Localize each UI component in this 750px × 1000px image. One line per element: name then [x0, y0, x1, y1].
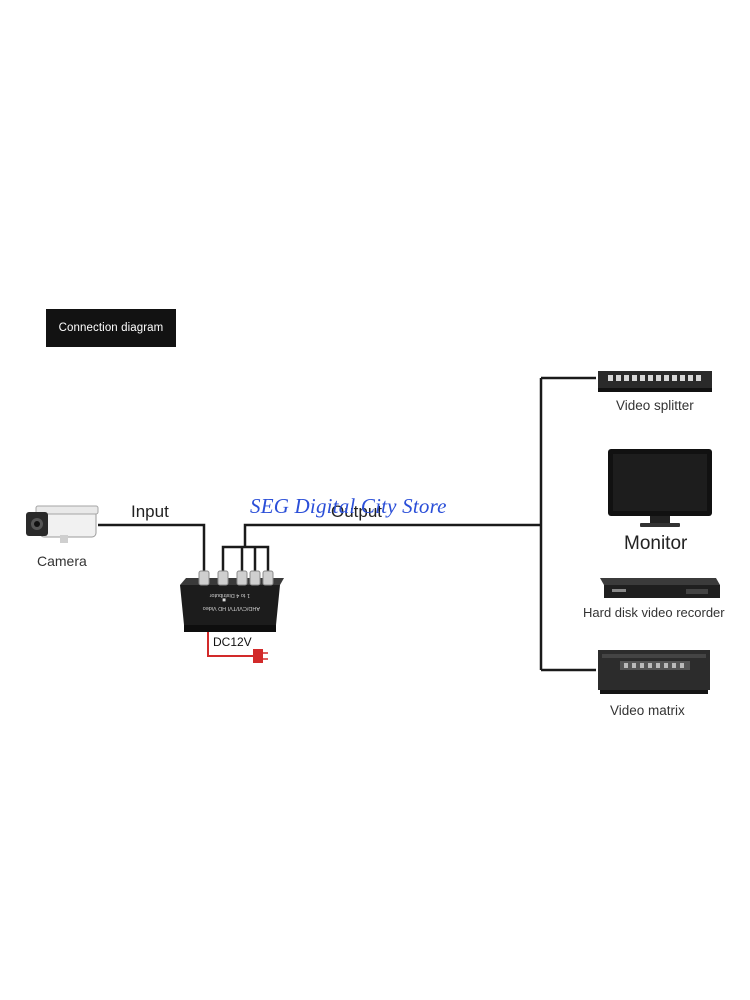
- svg-text:■: ■: [222, 596, 226, 602]
- camera-label: Camera: [37, 553, 87, 569]
- monitor-label: Monitor: [624, 533, 688, 554]
- video-splitter-label: Video splitter: [616, 398, 694, 413]
- monitor-icon: [608, 449, 712, 527]
- power-label: DC12V: [213, 635, 252, 649]
- power-wire: [207, 628, 268, 663]
- output-label: Output: [331, 502, 383, 521]
- store-watermark: SEG Digital City Store: [250, 494, 447, 518]
- dvr-label: Hard disk video recorder: [583, 605, 725, 620]
- video-matrix-label: Video matrix: [610, 703, 685, 718]
- video-matrix-icon: [598, 650, 710, 694]
- input-wire: [98, 523, 206, 572]
- video-distributor-device: ■: [180, 570, 284, 632]
- device-text-line2: 1 to 4 Distributor: [209, 592, 250, 598]
- bullet-camera-icon: [26, 505, 99, 543]
- output-wire: [221, 376, 596, 672]
- input-label: Input: [131, 502, 169, 521]
- video-splitter-icon: [598, 371, 712, 392]
- diagram-title: Connection diagram: [46, 309, 176, 347]
- dvr-icon: [600, 578, 720, 598]
- device-text-line1: AHD/CVI/TVI HD Video: [203, 605, 260, 611]
